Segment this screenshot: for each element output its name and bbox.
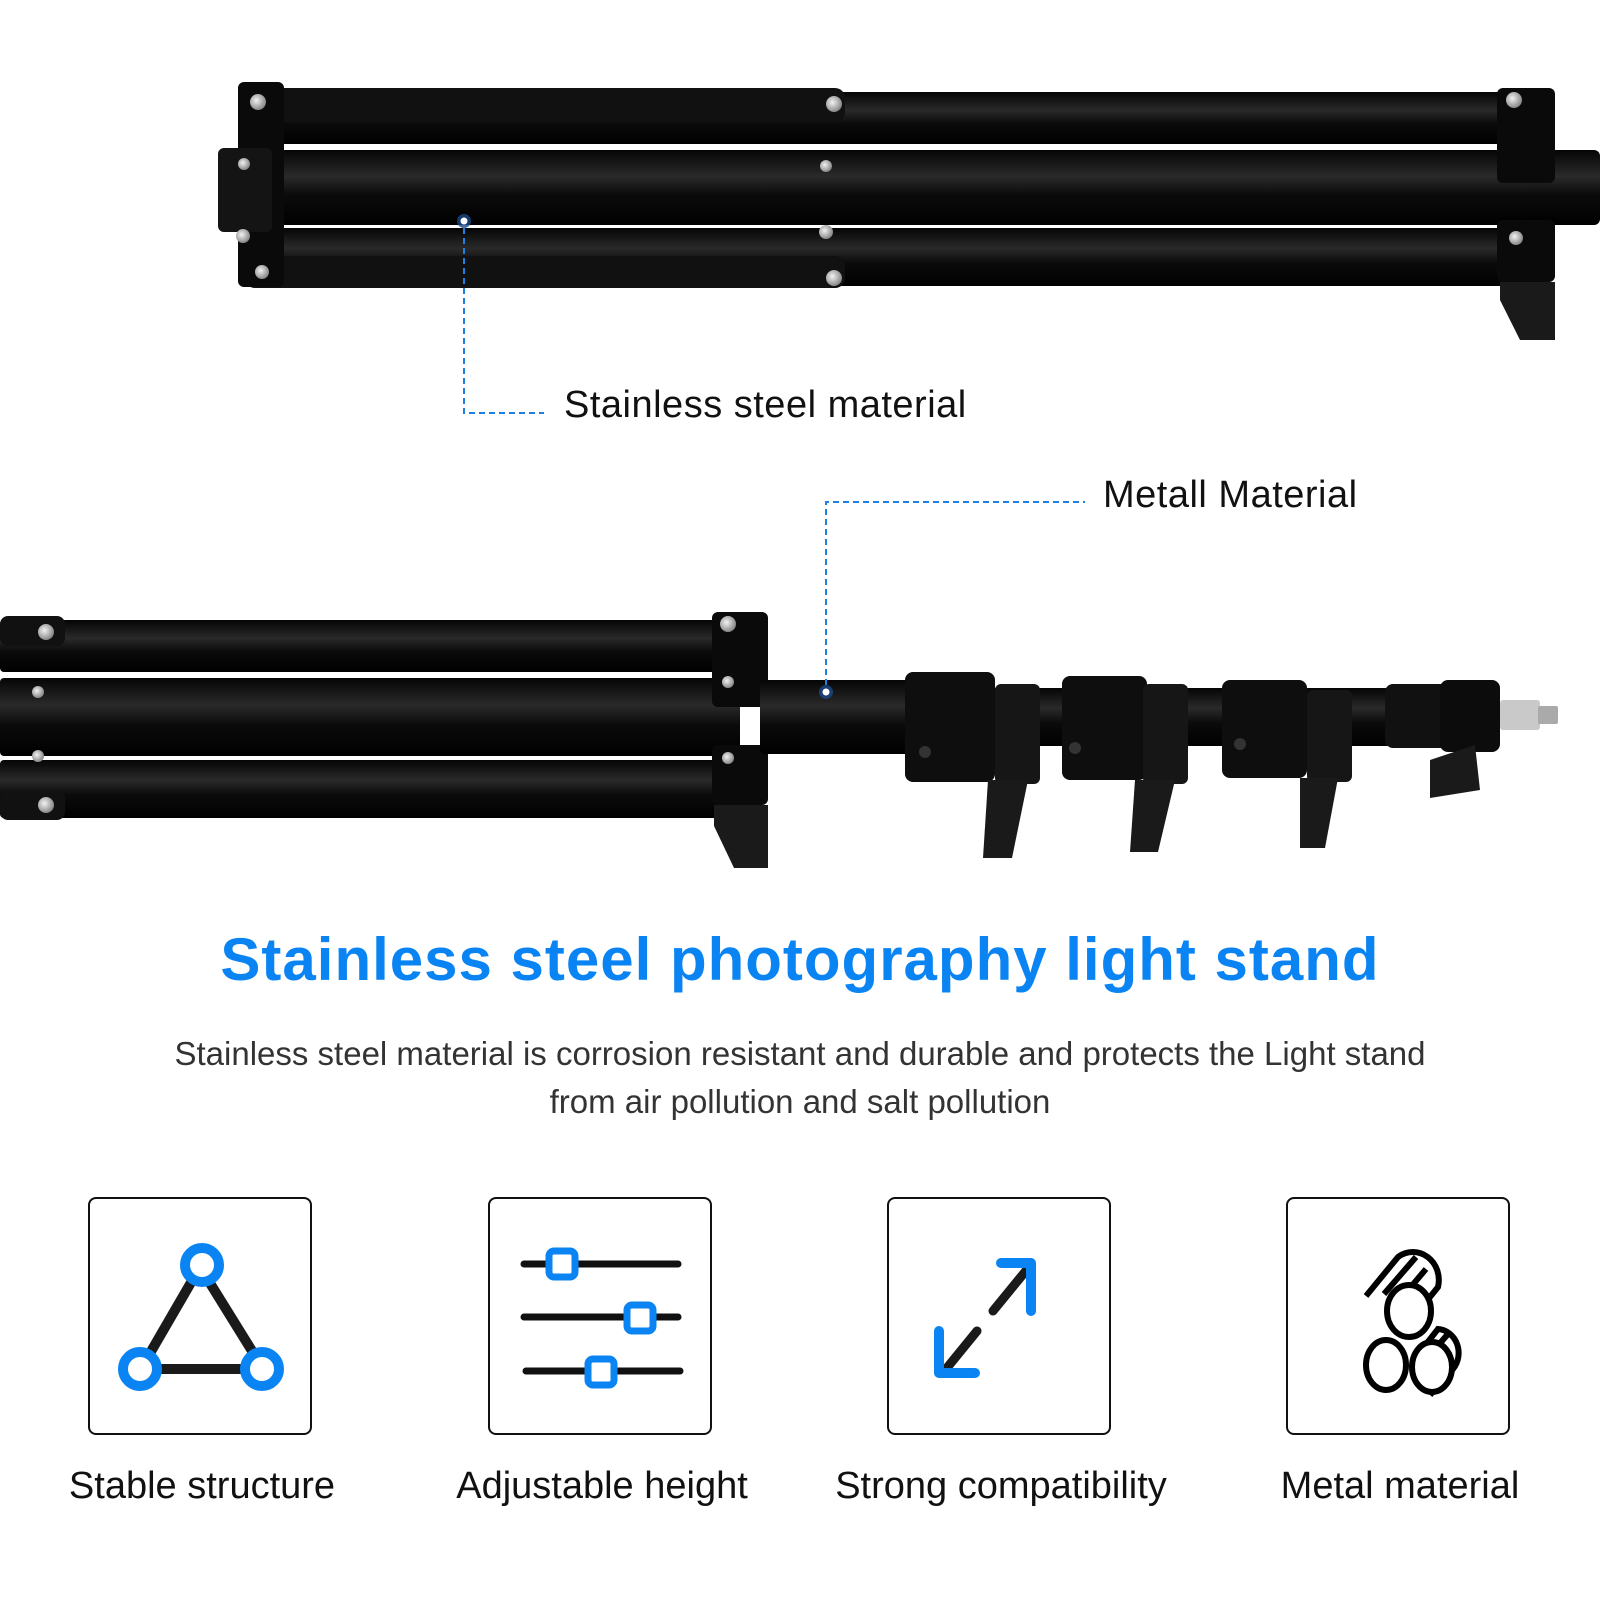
middle-stand	[0, 612, 1558, 868]
top-stand-legs	[218, 82, 1600, 340]
feature-stable-structure: Stable structure	[69, 1197, 335, 1507]
feature-metal-material: Metal material	[1281, 1197, 1519, 1507]
description-line-2: from air pollution and salt pollution	[549, 1083, 1051, 1120]
feature-adjustable-height: Adjustable height	[456, 1197, 748, 1507]
description-line-1: Stainless steel material is corrosion re…	[174, 1035, 1426, 1072]
sliders-icon	[520, 1247, 684, 1389]
feature-label: Metal material	[1280, 1465, 1520, 1507]
folded-light-stand-legs-image	[0, 82, 1600, 868]
feature-icon-box	[1286, 1197, 1510, 1435]
feature-icon-box	[887, 1197, 1111, 1435]
expand-arrows-icon	[934, 1258, 1036, 1378]
callout-label-stainless-steel: Stainless steel material	[564, 384, 967, 426]
headline: Stainless steel photography light stand	[220, 926, 1380, 993]
feature-icon-box	[88, 1197, 312, 1435]
feature-strong-compatibility: Strong compatibility	[835, 1197, 1167, 1507]
triangle-nodes-icon	[118, 1243, 284, 1391]
callout-line-top	[457, 214, 544, 414]
description: Stainless steel material is corrosion re…	[0, 1030, 1600, 1126]
callout-label-metall-material: Metall Material	[1103, 474, 1358, 516]
feature-label: Adjustable height	[456, 1465, 748, 1507]
feature-label: Strong compatibility	[835, 1465, 1167, 1507]
feature-icon-box	[488, 1197, 712, 1435]
callout-line-middle	[819, 501, 1085, 699]
metal-pipes-icon	[1363, 1249, 1462, 1397]
feature-label: Stable structure	[68, 1465, 336, 1507]
